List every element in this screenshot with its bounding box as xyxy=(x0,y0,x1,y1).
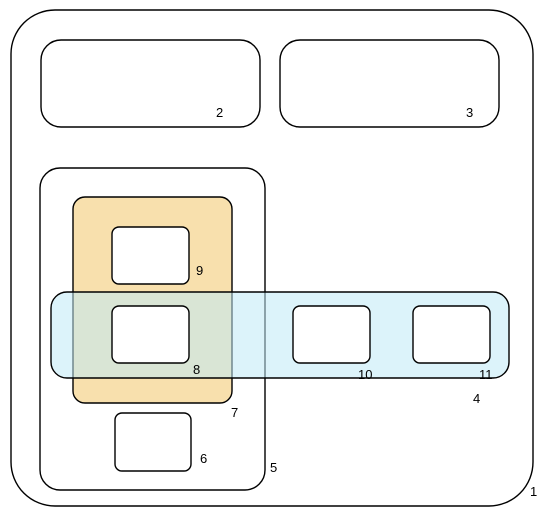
label-11: 11 xyxy=(479,367,493,382)
box-11 xyxy=(412,305,491,364)
box-6 xyxy=(114,412,192,472)
box-10 xyxy=(292,305,371,364)
label-10: 10 xyxy=(358,367,372,382)
box-9 xyxy=(111,226,190,285)
region-2 xyxy=(40,39,261,128)
label-1: 1 xyxy=(530,484,537,499)
label-8: 8 xyxy=(193,362,200,377)
label-7: 7 xyxy=(231,405,238,420)
label-9: 9 xyxy=(196,263,203,278)
label-4: 4 xyxy=(473,391,480,406)
label-6: 6 xyxy=(200,451,207,466)
region-3 xyxy=(279,39,500,128)
label-3: 3 xyxy=(466,105,473,120)
label-5: 5 xyxy=(270,460,277,475)
box-8 xyxy=(111,305,190,364)
label-2: 2 xyxy=(216,105,223,120)
